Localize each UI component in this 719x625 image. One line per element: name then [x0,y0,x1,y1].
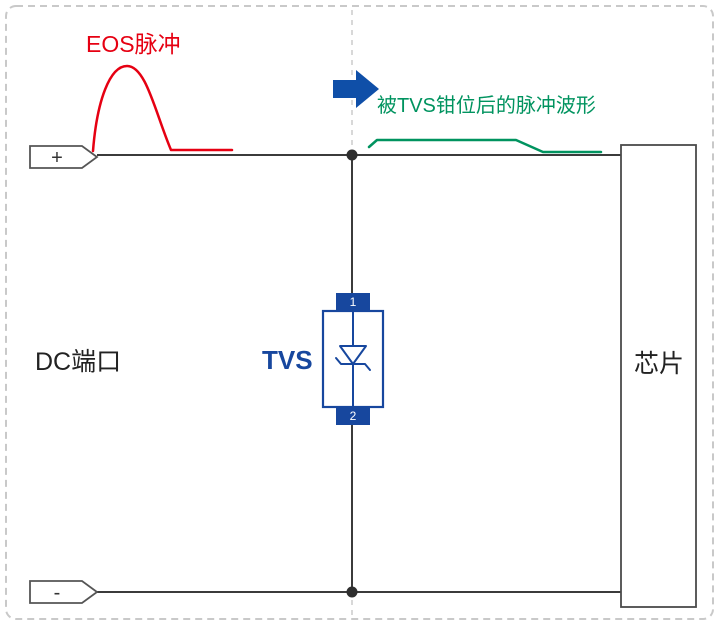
minus-terminal: - [29,580,99,604]
clamped-pulse-waveform [367,138,603,154]
tvs-pin-2 [336,407,370,425]
plus-terminal: + [29,145,99,169]
tvs-diode-icon [335,310,371,408]
tvs-diode-triangle [339,345,367,365]
tvs-pin-2-label: 2 [350,409,357,423]
bottom-junction-dot [346,586,358,598]
plus-terminal-shape [29,145,99,169]
tvs-label: TVS [262,345,313,375]
eos-pulse-label: EOS脉冲 [86,31,181,57]
chip-box [620,144,697,608]
plus-terminal-label: + [51,147,63,169]
dc-port-label: DC端口 [35,348,121,376]
eos-pulse-waveform [91,64,234,153]
minus-terminal-shape [29,580,99,604]
chip-label: 芯片 [634,350,684,378]
right-arrow-icon [333,70,379,108]
clamped-pulse-label: 被TVS钳位后的脉冲波形 [377,94,596,117]
chip: 芯片 [620,144,697,608]
minus-terminal-label: - [54,582,61,604]
tvs-component: 1 2 [321,293,385,425]
tvs-pin-1-label: 1 [350,295,357,309]
top-junction-dot [346,149,358,161]
tvs-pin-1 [336,293,370,311]
